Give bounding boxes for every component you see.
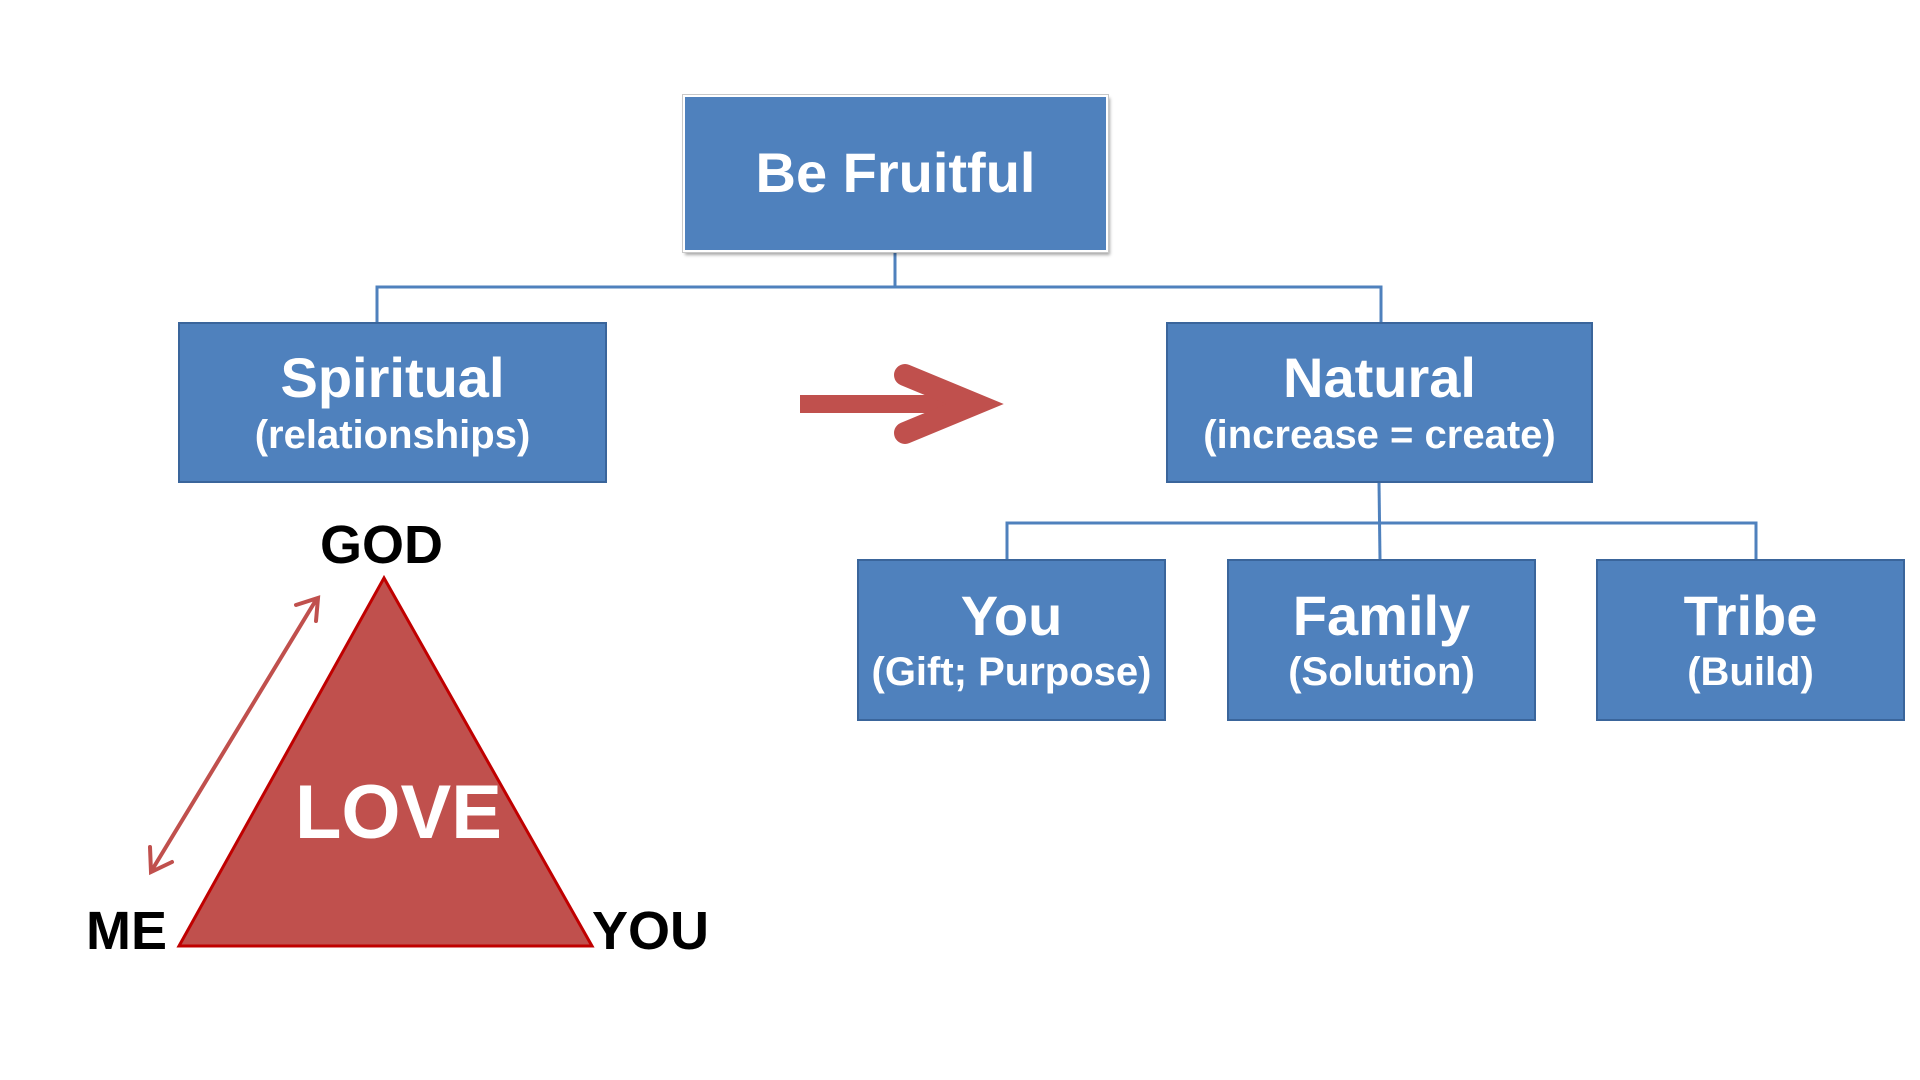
spiritual-title: Spiritual: [280, 346, 505, 410]
be-fruitful-box: Be Fruitful: [682, 94, 1109, 253]
natural-stem-line: [1377, 481, 1382, 560]
you-title: You: [960, 583, 1063, 647]
you-label: YOU: [592, 901, 710, 961]
spiritual-box: Spiritual (relationships): [178, 322, 607, 483]
tribe-title: Tribe: [1683, 583, 1818, 647]
right-arrow-icon: [800, 364, 1004, 444]
family-box: Family (Solution): [1227, 559, 1536, 721]
natural-branch-line: [1005, 521, 1758, 559]
family-title: Family: [1292, 583, 1471, 647]
you-box: You (Gift; Purpose): [857, 559, 1166, 721]
root-connector: [375, 252, 1383, 322]
me-label: ME: [86, 901, 167, 961]
natural-subtitle: (increase = create): [1203, 412, 1556, 457]
natural-box: Natural (increase = create): [1166, 322, 1593, 483]
natural-title: Natural: [1283, 346, 1476, 410]
double-arrow-icon: [148, 595, 321, 876]
spiritual-subtitle: (relationships): [254, 412, 531, 457]
be-fruitful-title: Be Fruitful: [755, 141, 1036, 205]
you-subtitle: (Gift; Purpose): [871, 650, 1152, 695]
family-subtitle: (Solution): [1288, 650, 1475, 695]
love-label: LOVE: [295, 770, 502, 855]
love-triangle: [176, 574, 595, 948]
natural-connector: [1005, 481, 1758, 560]
root-branch-line: [375, 285, 1383, 322]
god-label: GOD: [320, 515, 444, 575]
tribe-subtitle: (Build): [1687, 650, 1814, 695]
tribe-box: Tribe (Build): [1596, 559, 1905, 721]
triangle-shape: [176, 574, 595, 948]
